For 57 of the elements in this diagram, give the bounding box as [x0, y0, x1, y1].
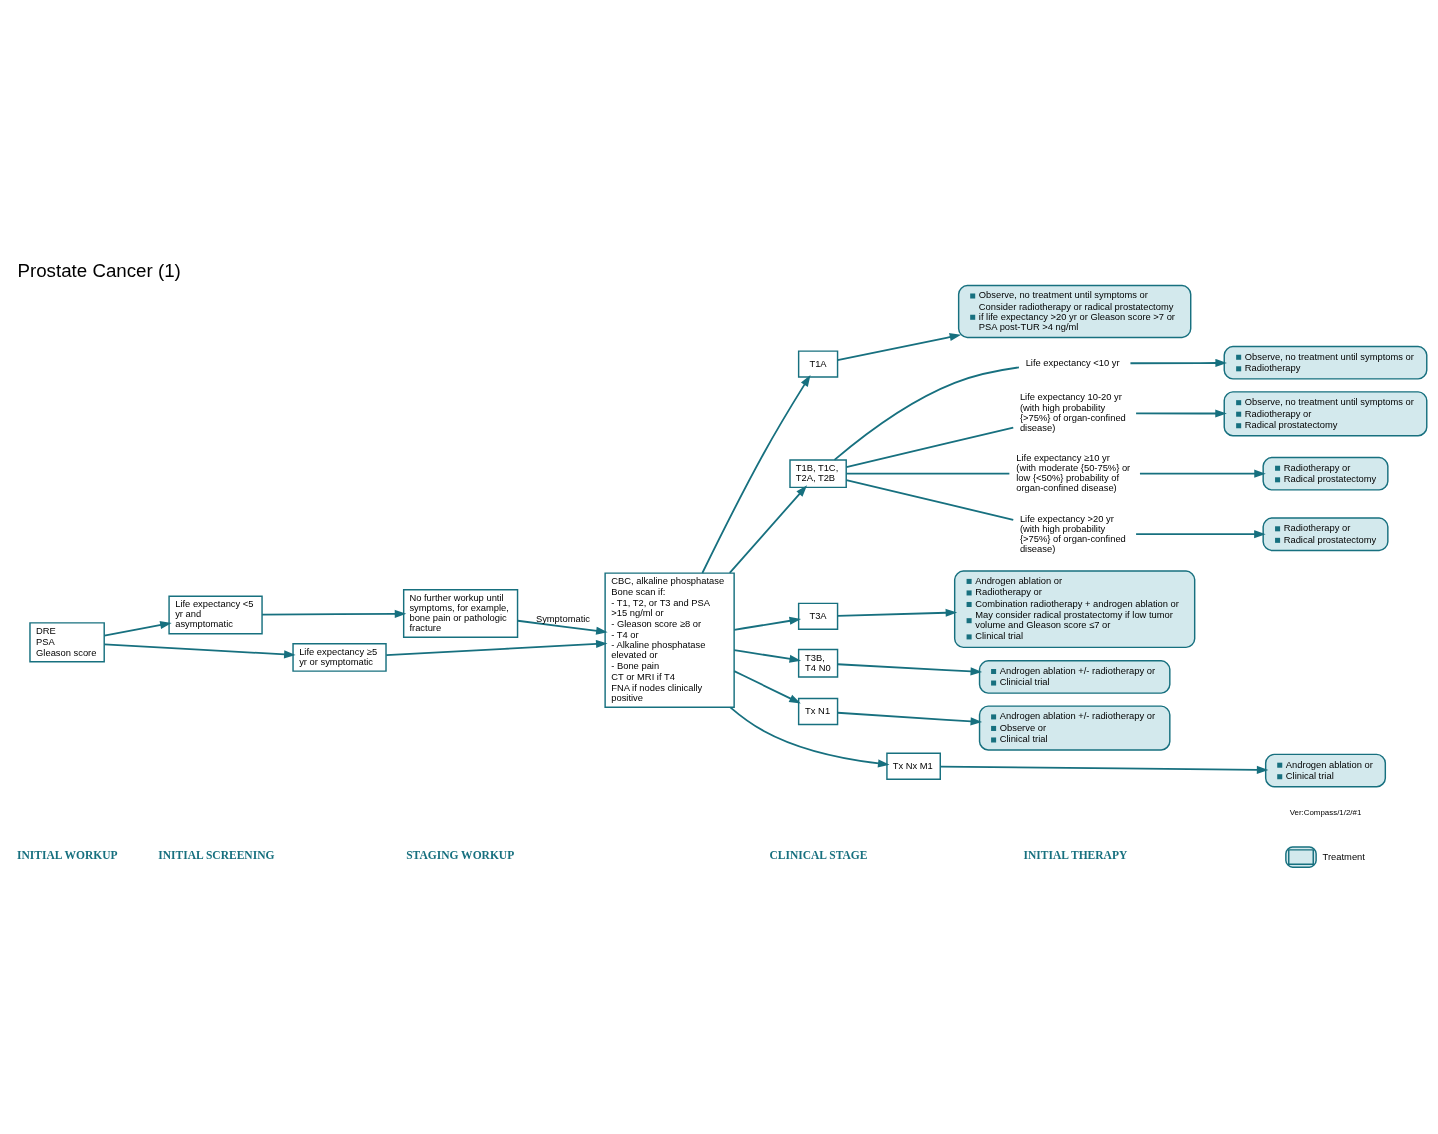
connector: [845, 426, 1015, 469]
arrow: [836, 711, 983, 726]
arrow: [103, 643, 296, 659]
arrow: [1129, 358, 1227, 368]
node-box: T1B, T1C, T2A, T2B: [789, 459, 847, 489]
arrow: [103, 621, 172, 637]
arrow: [836, 333, 962, 362]
node-box: Tx N1: [797, 697, 839, 726]
arrow: [836, 608, 958, 617]
label: STAGING WORKUP: [406, 849, 515, 862]
arrow: [733, 649, 802, 663]
connector: [833, 366, 1020, 461]
connector: [845, 472, 1011, 475]
node-box: Androgen ablation +/- radiotherapy or Observe or Clinical trial: [978, 705, 1171, 751]
label: INITIAL WORKUP: [17, 849, 118, 862]
arrow: [385, 639, 608, 656]
node-box: T3B, T4 N0: [797, 648, 839, 678]
node-box: Life expectancy ≥5 yr or symptomatic: [292, 643, 387, 672]
node-text: Life expectancy >20 yr (with high probability {>75%} of organ-confined disease): [1019, 513, 1126, 554]
node-box: Androgen ablation or Clinical trial: [1264, 753, 1387, 788]
node-box: Androgen ablation +/- radiotherapy or Clinicial trial: [978, 660, 1171, 694]
arrow: [728, 485, 808, 574]
arrow: [1135, 409, 1227, 418]
node-box: Androgen ablation or Radiotherapy or Combination radiotherapy + androgen ablation or May consider radical prostatectomy if low tumor volume and Gleason score ≤7 or Clinical trial: [953, 570, 1196, 649]
node-box: Radiotherapy or Radical prostatectomy: [1262, 517, 1389, 552]
connector: [845, 479, 1015, 521]
node-box: T1A: [797, 350, 839, 378]
legend-label: Treatment: [1322, 851, 1365, 862]
arrow: [733, 616, 802, 631]
label: Ver:Compass/1/2/#1: [1289, 808, 1362, 818]
edge-label: Symptomatic: [535, 613, 591, 624]
label: INITIAL THERAPY: [1023, 849, 1128, 862]
arrow: [701, 374, 811, 574]
node-box: Tx Nx M1: [886, 752, 941, 780]
node-text: Life expectancy 10-20 yr (with high probability {>75%} of organ-confined disease): [1019, 392, 1126, 433]
node-box: No further workup until symptoms, for example, bone pain or pathologic fracture: [402, 589, 519, 638]
node-box: DRE PSA Gleason score: [29, 622, 105, 663]
node-text: Life expectancy <10 yr: [1025, 357, 1120, 368]
arrow: [516, 619, 608, 635]
diagram-title: Prostate Cancer (1): [17, 259, 181, 281]
node-box: Observe, no treatment until symptoms or Radiotherapy or Radical prostatectomy: [1223, 391, 1428, 437]
node-box: Life expectancy <5 yr and asymptomatic: [168, 595, 263, 635]
arrow: [1139, 469, 1266, 478]
node-box: CBC, alkaline phosphatase Bone scan if: - T1, T2, or T3 and PSA >15 ng/ml or - Gleason score ≥8 or - T4 or - Alkaline phosphatase elevated or - Bone pain CT or MRI if T4 FNA if nodes clinically positive: [604, 572, 735, 708]
arrow: [261, 609, 407, 618]
node-box: Observe, no treatment until symptoms or Consider radiotherapy or radical prostatectomy if life expectancy >20 yr or Gleason score >7 or PSA post-TUR >4 ng/ml: [957, 284, 1192, 339]
label: INITIAL SCREENING: [158, 849, 275, 862]
node-text: Life expectancy ≥10 yr (with moderate {50-75%} or low {<50%} probability of organ-confined disease): [1016, 452, 1131, 494]
arrow: [836, 663, 983, 676]
node-box: T3A: [797, 602, 839, 631]
label: CLINICAL STAGE: [769, 849, 868, 862]
arrow: [733, 670, 801, 704]
node-box: Radiotherapy or Radical prostatectomy: [1262, 456, 1389, 491]
arrow: [939, 765, 1269, 774]
arrow: [1135, 530, 1266, 539]
arrow: [729, 706, 890, 768]
node-box: Observe, no treatment until symptoms or Radiotherapy: [1223, 345, 1428, 380]
